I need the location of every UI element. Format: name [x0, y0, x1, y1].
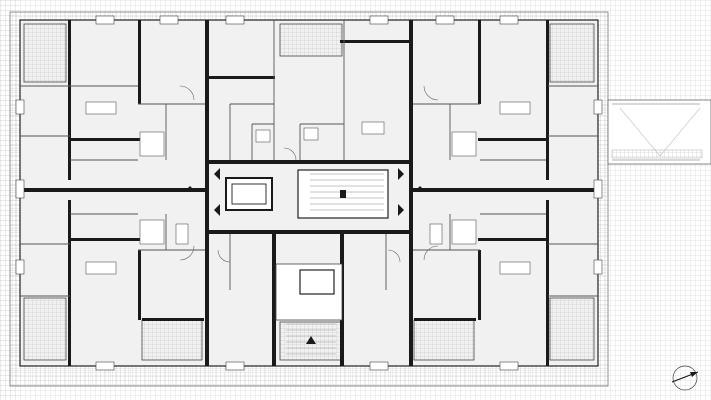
lift-shaft [225, 177, 273, 211]
balconies [23, 23, 595, 361]
stair-core [297, 169, 389, 219]
east-bridge [607, 99, 711, 165]
landing-markers [184, 168, 426, 216]
furniture [85, 101, 531, 275]
entrance-stair [275, 263, 343, 355]
structural-walls [20, 20, 598, 366]
north-arrow-icon [671, 365, 699, 391]
partitions [20, 20, 598, 297]
door-swings [179, 85, 439, 263]
entrance-triangle-icon [306, 336, 316, 344]
facade-windows [15, 15, 603, 371]
